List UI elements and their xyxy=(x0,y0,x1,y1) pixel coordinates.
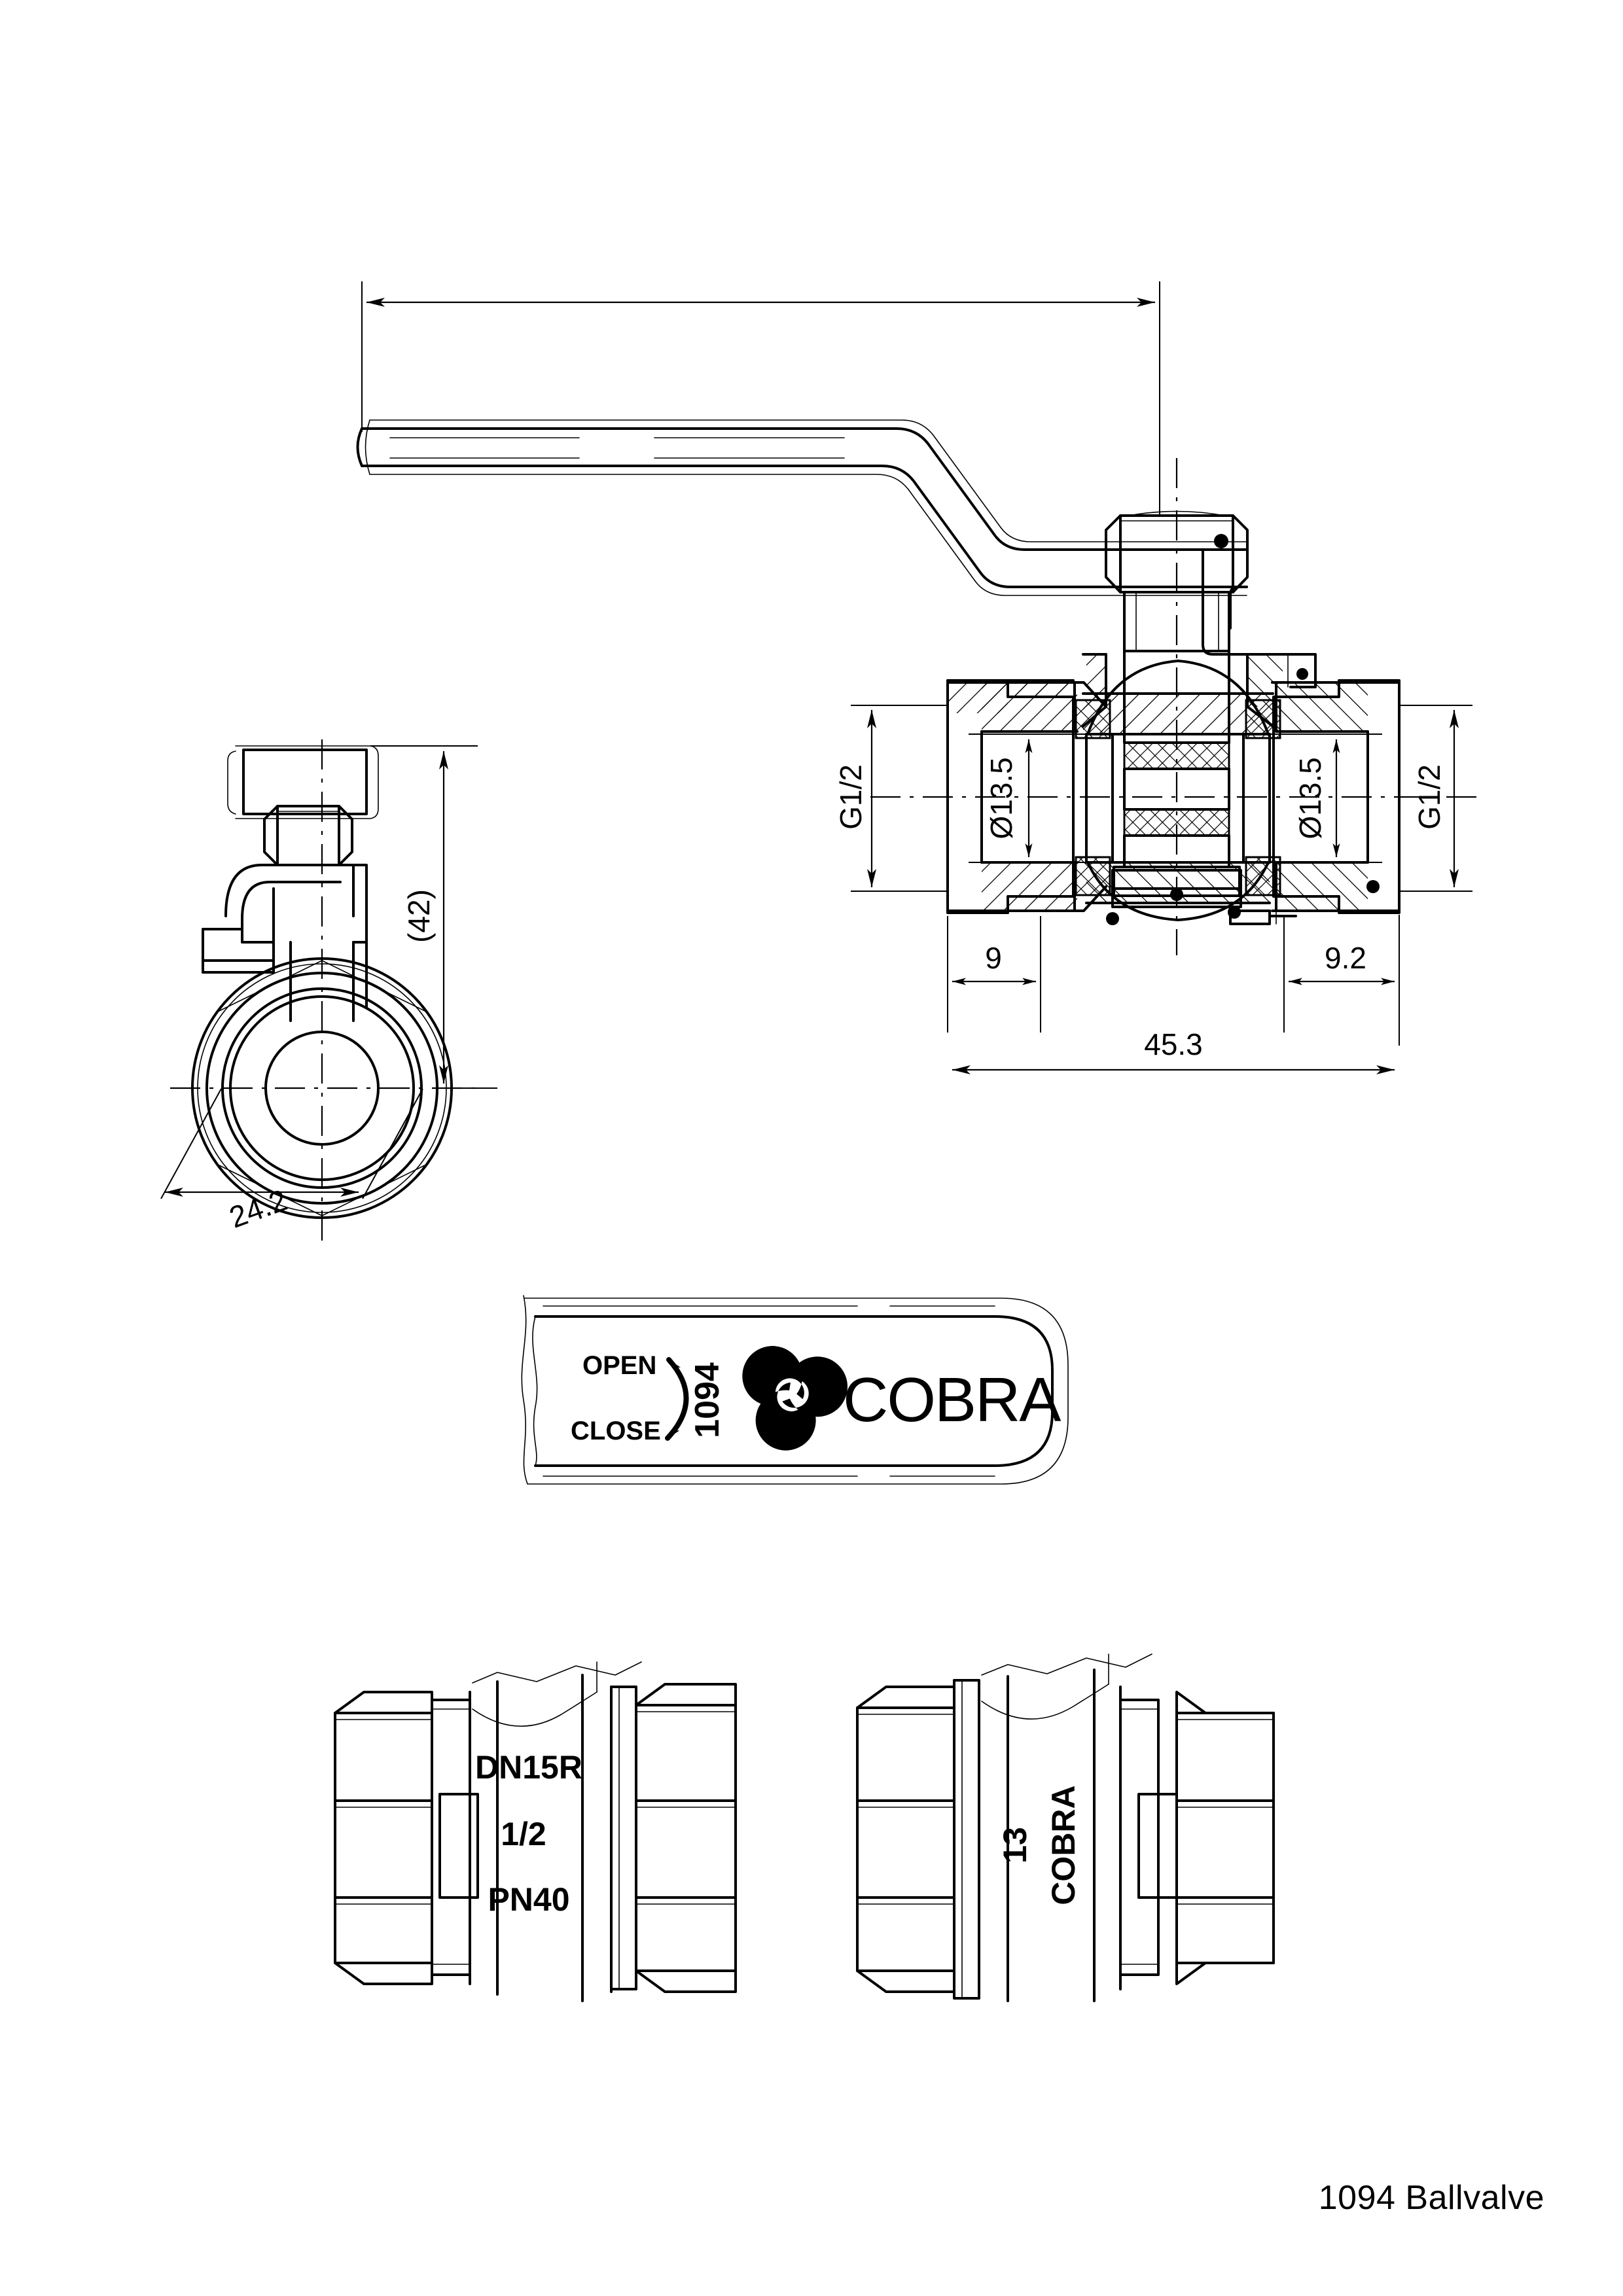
brand-wordmark: COBRA xyxy=(843,1365,1061,1435)
dim-label-thread-left: G1/2 xyxy=(834,764,868,830)
body-marking-line-1: DN15R xyxy=(475,1749,582,1786)
valve-section-view xyxy=(870,458,1479,955)
label-open: OPEN xyxy=(582,1351,656,1380)
label-close: CLOSE xyxy=(571,1417,661,1445)
dimension-overall-length: 45.3 xyxy=(952,1027,1395,1074)
dim-label-thread-right: G1/2 xyxy=(1412,764,1446,830)
dim-label-left-thread-depth: 9 xyxy=(985,941,1002,975)
handle-length-dimension xyxy=(361,281,1160,517)
body-marking-line-2: 1/2 xyxy=(501,1816,546,1852)
cobra-swirl-logo-icon xyxy=(742,1346,847,1451)
lever-handle xyxy=(356,419,1248,656)
stem-nut xyxy=(1105,510,1249,593)
dimension-left-thread-depth: 9 xyxy=(947,916,1041,1033)
body-marking-line-3: PN40 xyxy=(488,1881,569,1918)
dimension-thread-right: G1/2 xyxy=(1399,705,1472,892)
body-marking-right-line-2: COBRA xyxy=(1045,1785,1082,1905)
dimension-bore-right: Ø13.5 xyxy=(1243,733,1382,863)
handle-label-detail: OPEN CLOSE 1094 COBRA xyxy=(521,1295,1069,1485)
ball-and-seats xyxy=(1075,660,1281,925)
title-block-text: 1094 Ballvalve xyxy=(1318,2179,1544,2217)
dimension-hex-across-flats: 24.2 xyxy=(160,1088,423,1235)
body-neck xyxy=(1082,653,1317,925)
dimension-right-thread-depth: 9.2 xyxy=(1283,915,1400,1046)
dim-label-overall-length: 45.3 xyxy=(1144,1027,1203,1061)
dim-label-end-view-height: (42) xyxy=(402,889,436,943)
dim-label-right-thread-depth: 9.2 xyxy=(1325,941,1366,975)
dimension-thread-left: G1/2 xyxy=(834,705,948,892)
label-model-number: 1094 xyxy=(688,1362,726,1438)
body-view-left: DN15R 1/2 PN40 xyxy=(334,1661,737,2002)
dim-label-hex-across-flats: 24.2 xyxy=(225,1182,292,1234)
dim-label-bore-left: Ø13.5 xyxy=(984,757,1018,839)
body-view-right: 13 COBRA xyxy=(856,1653,1275,2002)
dim-label-bore-right: Ø13.5 xyxy=(1293,757,1327,839)
body-marking-right-line-1: 13 xyxy=(997,1827,1033,1863)
dimension-end-view-height: (42) xyxy=(370,745,497,1089)
dimension-bore-left: Ø13.5 xyxy=(969,733,1113,863)
rotation-arrow-icon xyxy=(665,1357,689,1441)
valve-end-view: (42) 24.2 xyxy=(160,739,497,1243)
